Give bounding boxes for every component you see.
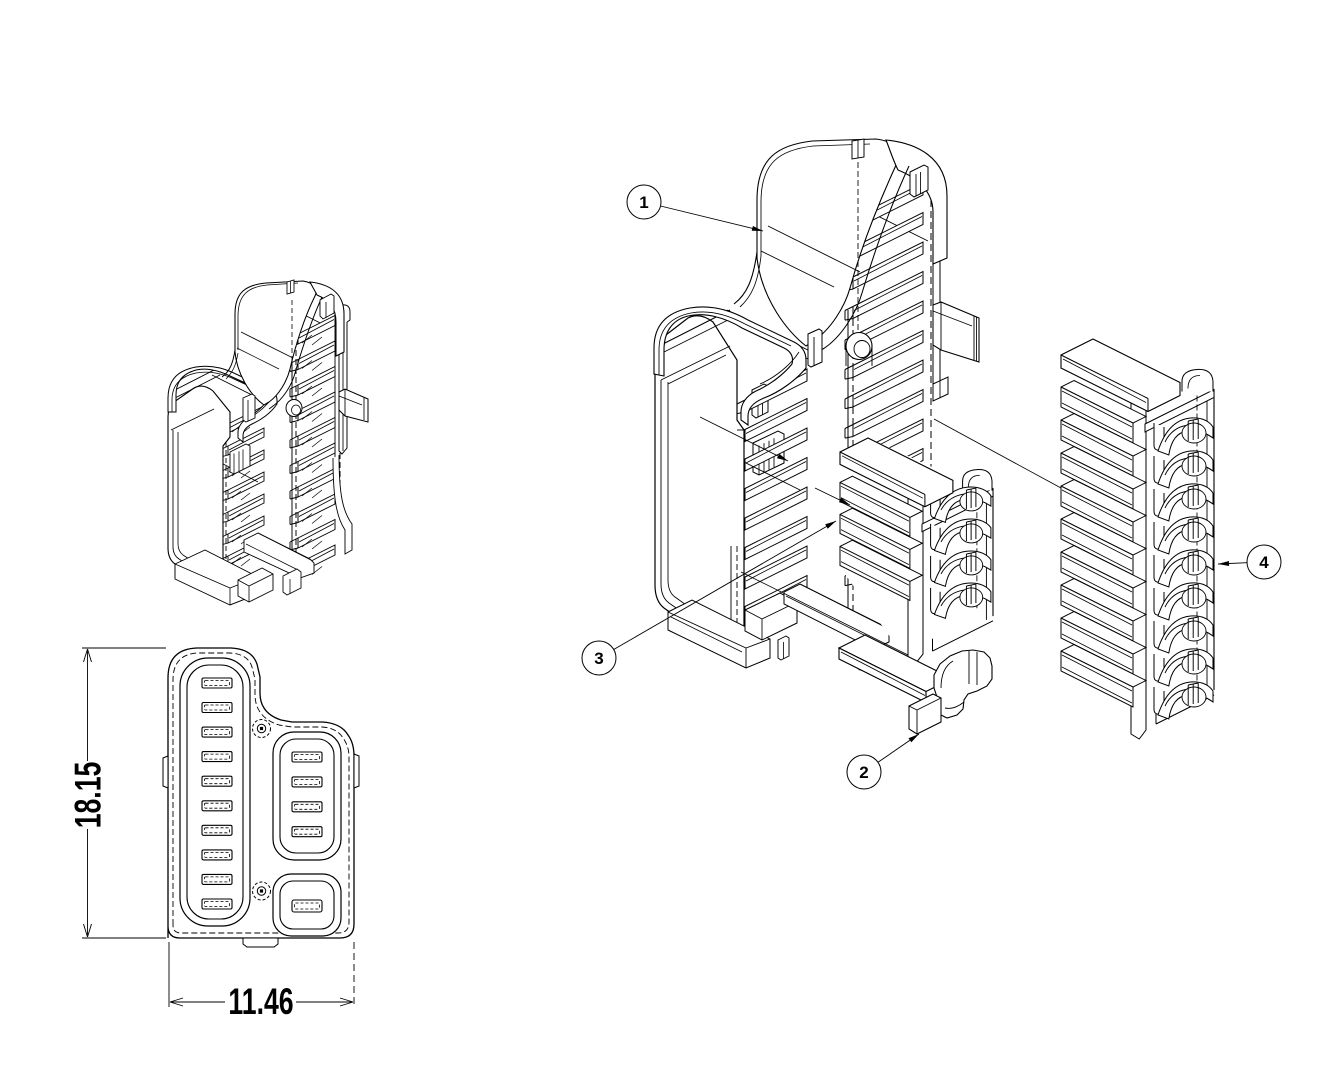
svg-text:2: 2 (859, 763, 868, 782)
svg-text:11.46: 11.46 (228, 981, 293, 1022)
svg-text:18.15: 18.15 (67, 762, 108, 829)
svg-text:3: 3 (594, 649, 603, 668)
svg-text:1: 1 (639, 193, 648, 212)
svg-text:4: 4 (1259, 553, 1269, 572)
